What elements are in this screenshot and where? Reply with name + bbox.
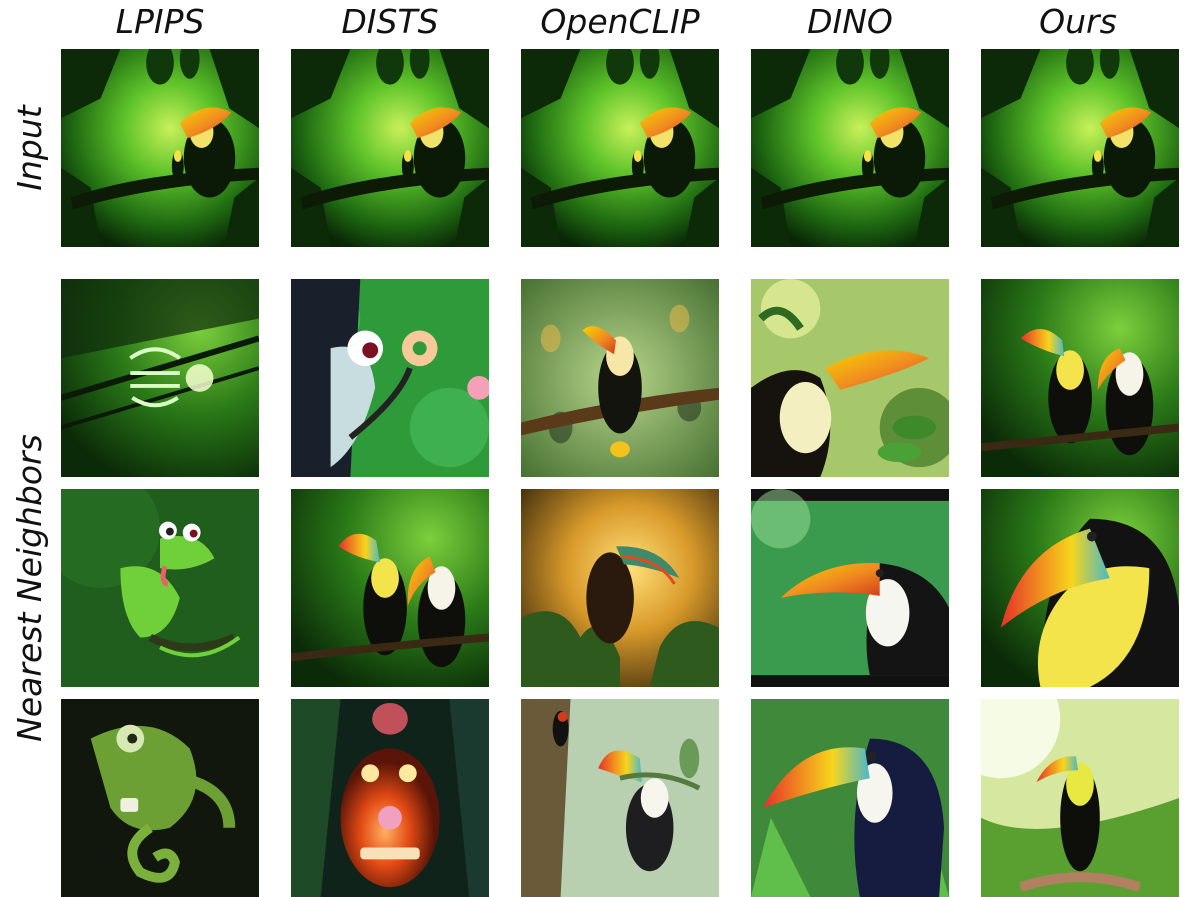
column-header-openclip: OpenCLIP [540, 2, 700, 41]
row-label-nearest-neighbors: Nearest Neighbors [10, 434, 49, 742]
input-image-dists [291, 49, 489, 247]
neighbor-dists-3 [291, 699, 489, 897]
neighbor-openclip-3 [521, 699, 719, 897]
column-header-lpips: LPIPS [115, 2, 205, 41]
column-header-dino: DINO [807, 2, 893, 41]
neighbor-openclip-2 [521, 489, 719, 687]
neighbor-dino-1 [751, 279, 949, 477]
neighbor-ours-2 [981, 489, 1179, 687]
input-image-ours [981, 49, 1179, 247]
input-image-openclip [521, 49, 719, 247]
neighbor-openclip-1 [521, 279, 719, 477]
neighbor-ours-3 [981, 699, 1179, 897]
neighbor-ours-1 [981, 279, 1179, 477]
input-image-dino [751, 49, 949, 247]
row-label-input: Input [10, 105, 49, 191]
neighbor-lpips-2 [61, 489, 259, 687]
column-header-ours: Ours [1039, 2, 1117, 41]
input-image-lpips [61, 49, 259, 247]
column-header-dists: DISTS [341, 2, 439, 41]
neighbor-dino-3 [751, 699, 949, 897]
neighbor-dino-2 [751, 489, 949, 687]
neighbor-lpips-3 [61, 699, 259, 897]
neighbor-dists-1 [291, 279, 489, 477]
neighbor-dists-2 [291, 489, 489, 687]
neighbor-lpips-1 [61, 279, 259, 477]
